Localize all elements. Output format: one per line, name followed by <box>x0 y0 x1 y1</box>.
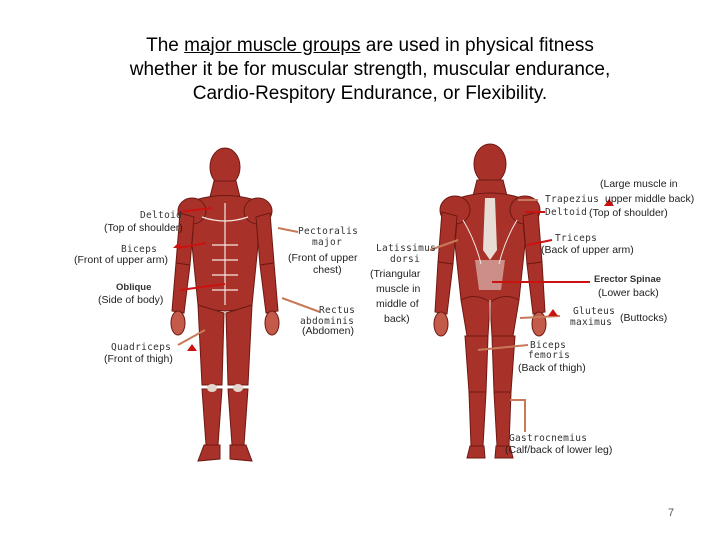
latissimus-desc-2: muscle in <box>376 283 420 295</box>
gastrocnemius-pointer <box>510 400 525 432</box>
pectoralis-desc-2: chest) <box>313 264 342 276</box>
quadriceps-pointer <box>178 330 205 345</box>
front-deltoid-name: Deltoid <box>140 210 182 221</box>
latissimus-desc-1: (Triangular <box>370 268 420 280</box>
erector-desc: (Lower back) <box>598 287 659 299</box>
erector-name: Erector Spinae <box>594 274 661 285</box>
oblique-pointer <box>180 284 225 290</box>
front-biceps-desc: (Front of upper arm) <box>74 254 168 266</box>
latissimus-name-2: dorsi <box>390 254 420 265</box>
latissimus-desc-3: middle of <box>376 298 419 310</box>
biceps-marker <box>173 243 183 248</box>
front-deltoid-desc: (Top of shoulder) <box>104 222 183 234</box>
gastrocnemius-name: Gastrocnemius <box>509 433 587 444</box>
front-quadriceps-desc: (Front of thigh) <box>104 353 173 365</box>
rectus-pointer <box>282 298 320 312</box>
gastrocnemius-desc: (Calf/back of lower leg) <box>505 444 612 456</box>
front-quadriceps-name: Quadriceps <box>111 342 171 353</box>
front-oblique-desc: (Side of body) <box>98 294 163 306</box>
pectoralis-desc-1: (Front of upper <box>288 252 357 264</box>
deltoid-pointer <box>178 208 212 212</box>
pectoralis-pointer <box>278 228 298 232</box>
latissimus-desc-4: back) <box>384 313 410 325</box>
pectoralis-name-1: Pectoralis <box>298 226 358 237</box>
triceps-name: Triceps <box>555 233 597 244</box>
page-number: 7 <box>668 507 674 519</box>
biceps-femoris-pointer <box>478 345 528 350</box>
trapezius-desc-1: (Large muscle in <box>600 178 678 190</box>
trapezius-desc-2: upper middle back) <box>605 193 694 205</box>
gluteus-desc: (Buttocks) <box>620 312 667 324</box>
gluteus-name-1: Gluteus <box>573 306 615 317</box>
biceps-femoris-name-2: femoris <box>528 350 570 361</box>
trapezius-name: Trapezius <box>545 194 599 205</box>
front-oblique-name: Oblique <box>116 282 151 293</box>
quadriceps-marker <box>187 344 197 351</box>
pectoralis-name-2: major <box>312 237 342 248</box>
latissimus-name-1: Latissimus <box>376 243 436 254</box>
gluteus-name-2: maximus <box>570 317 612 328</box>
triceps-desc: (Back of upper arm) <box>541 244 634 256</box>
biceps-femoris-desc: (Back of thigh) <box>518 362 586 374</box>
rectus-name-1: Rectus <box>319 305 355 316</box>
back-deltoid-desc: (Top of shoulder) <box>589 207 668 219</box>
gluteus-marker <box>548 309 558 316</box>
gluteus-pointer <box>520 316 560 318</box>
rectus-desc: (Abdomen) <box>302 325 354 337</box>
back-deltoid-name: Deltoid <box>545 207 587 218</box>
